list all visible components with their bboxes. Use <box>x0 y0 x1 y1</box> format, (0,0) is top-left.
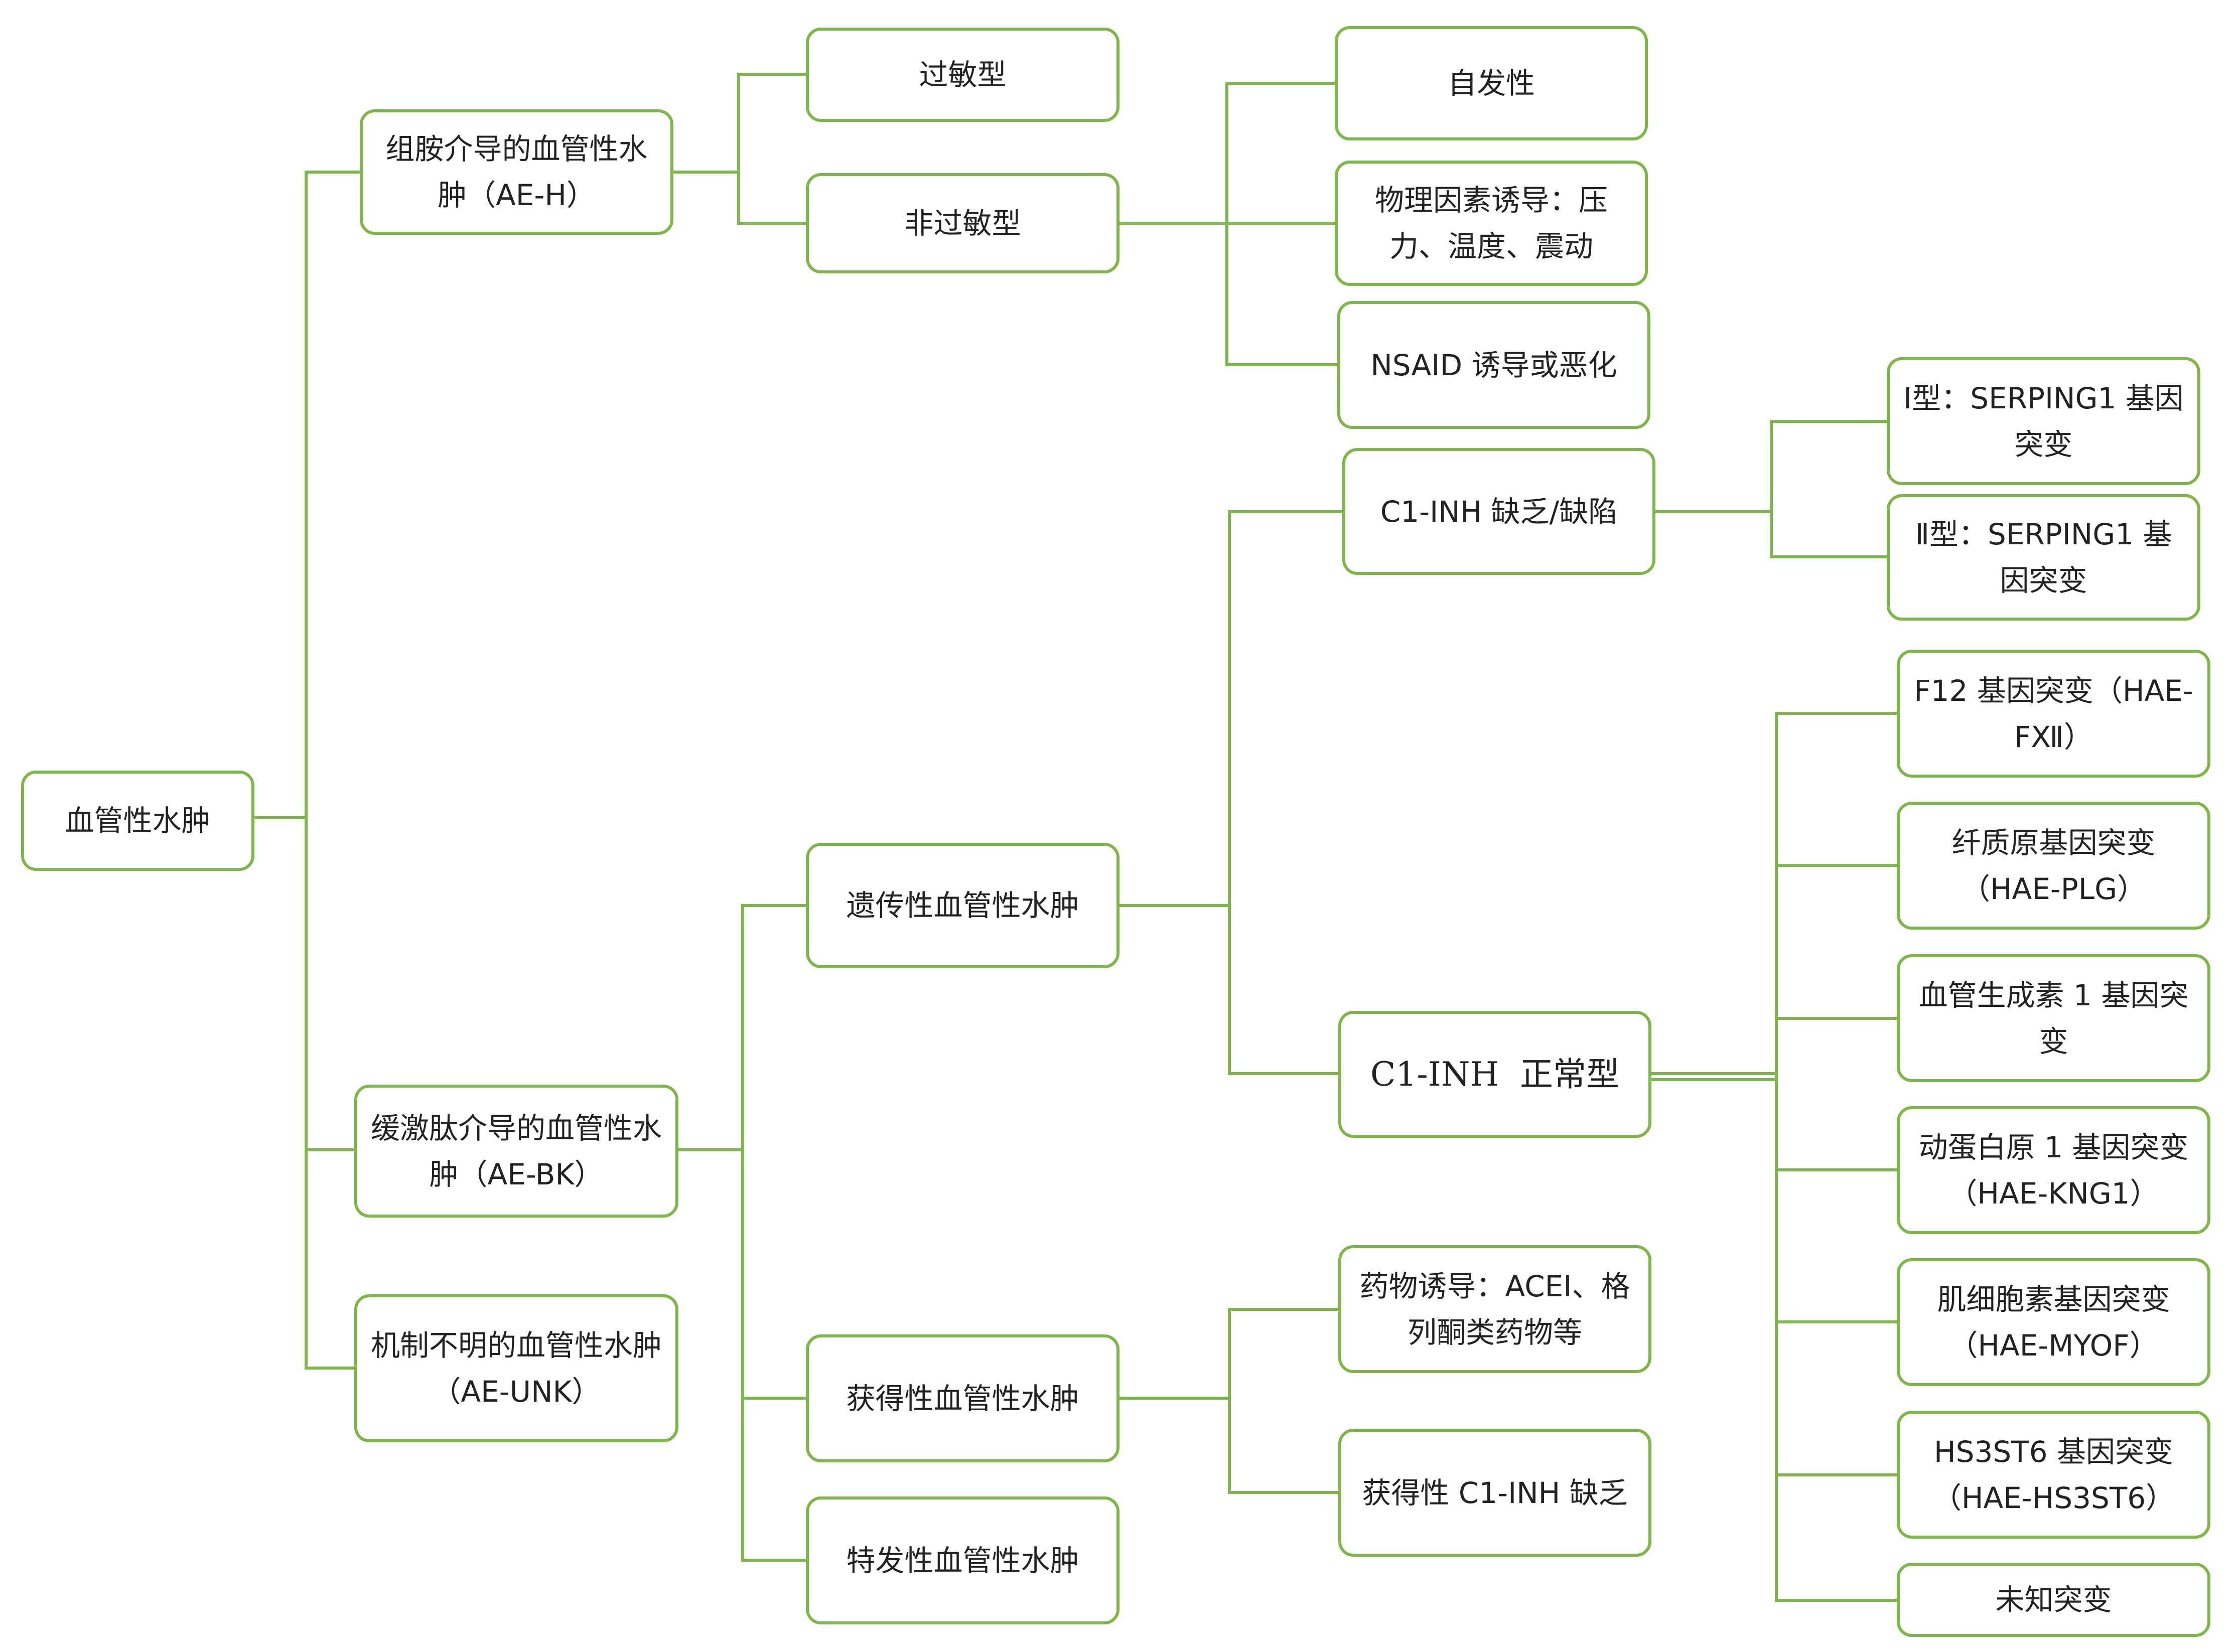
conn-non-allergic-spontaneous <box>1120 82 1335 225</box>
conn-non-allergic-nsaid <box>1225 223 1337 366</box>
node-ae-unk: 机制不明的血管性水肿（AE-UNK） <box>354 1294 678 1442</box>
node-angpt1: 血管生成素 1 基因突变 <box>1897 954 2210 1082</box>
conn-acquired-c1 <box>1228 1398 1338 1494</box>
conn-ae-bk-acquired <box>741 1150 806 1400</box>
node-acquired-c1-inh: 获得性 C1-INH 缺乏 <box>1338 1429 1651 1557</box>
node-type-1: Ⅰ型：SERPING1 基因突变 <box>1887 357 2200 485</box>
node-plg: 纤质原基因突变（HAE-PLG） <box>1897 802 2210 930</box>
node-non-allergic: 非过敏型 <box>806 173 1120 273</box>
conn-root-ae-unk <box>305 1150 354 1370</box>
conn-hereditary-c1-deficient <box>1120 510 1342 907</box>
node-spontaneous: 自发性 <box>1335 26 1648 140</box>
conn-ae-bk-idiopathic <box>741 1398 806 1562</box>
conn-c1-deficient-type1 <box>1655 420 1887 513</box>
conn-ae-bk-hereditary <box>678 904 806 1151</box>
node-f12: F12 基因突变（HAE-FⅫ） <box>1897 650 2210 778</box>
node-ae-h: 组胺介导的血管性水肿（AE-H） <box>360 109 673 235</box>
conn-ae-h-allergic <box>673 73 806 174</box>
node-c1-inh-normal: C1-INH 正常型 <box>1338 1011 1651 1138</box>
node-unknown: 未知突变 <box>1897 1563 2210 1637</box>
conn-acquired-drug <box>1120 1308 1338 1400</box>
conn-c1-normal-unknown <box>1775 1322 1897 1602</box>
conn-root-ae-h <box>254 171 360 819</box>
node-kng1: 动蛋白原 1 基因突变（HAE-KNG1） <box>1897 1106 2210 1234</box>
node-drug-induced: 药物诱导：ACEI、格列酮类药物等 <box>1338 1245 1651 1373</box>
node-hereditary: 遗传性血管性水肿 <box>806 843 1120 968</box>
node-myof: 肌细胞素基因突变（HAE-MYOF） <box>1897 1258 2210 1386</box>
node-idiopathic: 特发性血管性水肿 <box>806 1496 1120 1624</box>
conn-c1-deficient-type2 <box>1770 512 1887 558</box>
conn-c1-normal-myof <box>1775 1074 1897 1323</box>
conn-hereditary-c1-normal <box>1228 906 1338 1075</box>
node-ae-bk: 缓激肽介导的血管性水肿（AE-BK） <box>354 1085 678 1218</box>
node-allergic: 过敏型 <box>806 28 1120 122</box>
conn-root-ae-bk <box>305 818 354 1151</box>
conn-c1-normal-f12 <box>1651 712 1897 1075</box>
node-physical: 物理因素诱导：压力、温度、震动 <box>1335 161 1648 286</box>
node-c1-inh-deficient: C1-INH 缺乏/缺陷 <box>1342 448 1655 575</box>
node-nsaid: NSAID 诱导或恶化 <box>1337 301 1650 429</box>
node-type-2: Ⅱ型：SERPING1 基因突变 <box>1887 494 2200 621</box>
node-root: 血管性水肿 <box>21 771 254 871</box>
node-acquired: 获得性血管性水肿 <box>806 1334 1120 1462</box>
node-hs3st6: HS3ST6 基因突变（HAE-HS3ST6） <box>1897 1411 2210 1539</box>
conn-ae-h-non-allergic <box>737 172 806 225</box>
